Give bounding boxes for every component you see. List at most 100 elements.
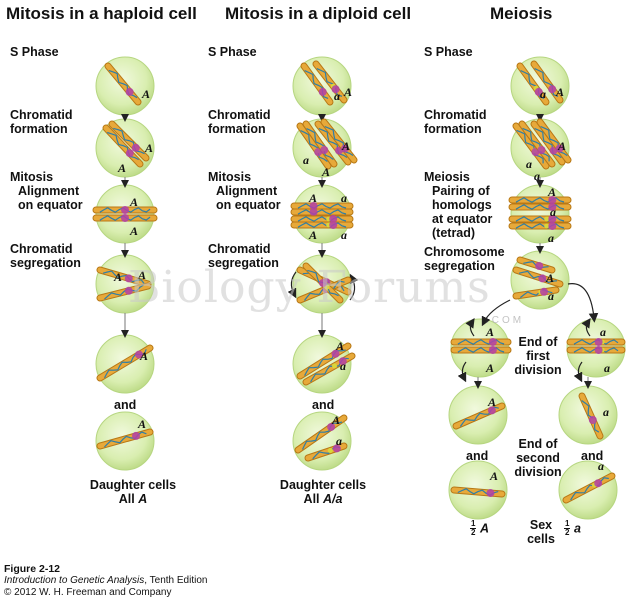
diploid-daughter-2a bbox=[294, 414, 348, 454]
diploid-s-phase: S Phase bbox=[208, 45, 257, 59]
haploid-mitosis-alignment: Mitosis Alignment on equator bbox=[10, 170, 83, 212]
haploid-and: and bbox=[114, 398, 137, 412]
meiosis-allele-sdl1: A bbox=[487, 395, 496, 409]
meiosis-pairing: Meiosis Pairing of homologs at equator (… bbox=[424, 170, 493, 240]
meiosis-tetrad-1 bbox=[508, 196, 572, 204]
figure-caption: Figure 2-12 Introduction to Genetic Anal… bbox=[4, 563, 207, 599]
meiosis-chromosome-s2 bbox=[530, 60, 564, 104]
haploid-daughter-1 bbox=[96, 344, 154, 382]
meiosis-sex-right-1 bbox=[562, 472, 616, 504]
meiosis-allele-fdr2: a bbox=[604, 361, 610, 375]
figure-number: Figure 2-12 bbox=[4, 563, 61, 575]
haploid-allele-sg1: A bbox=[137, 268, 146, 282]
diploid-allele-cf-a: a bbox=[303, 153, 309, 167]
meiosis-allele-seg1: A bbox=[545, 271, 554, 285]
meiosis-chromatid-1a bbox=[512, 122, 550, 170]
haploid-daughter-2 bbox=[96, 428, 154, 450]
meiosis-chromatid-1b bbox=[518, 120, 556, 168]
meiosis-allele-tet1: A bbox=[547, 185, 556, 199]
meiosis-fd-left-arrow-up bbox=[465, 318, 475, 337]
meiosis-allele-cf-a: a bbox=[526, 157, 532, 171]
diploid-chromosome-s2 bbox=[312, 60, 348, 104]
haploid-chromosome-s bbox=[104, 62, 142, 106]
diploid-allele-cf-A2: A bbox=[321, 165, 330, 179]
meiosis-fd-right-1 bbox=[566, 338, 626, 346]
meiosis-tetrad-3 bbox=[508, 215, 572, 223]
meiosis-and-right: and bbox=[581, 449, 604, 463]
meiosis-allele-cf-A: A bbox=[557, 139, 566, 153]
meiosis-allele-seg2: a bbox=[548, 289, 554, 303]
haploid-allele-cf2: A bbox=[117, 161, 126, 175]
title-diploid: Mitosis in a diploid cell bbox=[225, 4, 412, 23]
diploid-allele-d2A: A bbox=[331, 413, 340, 427]
haploid-allele-d1: A bbox=[139, 349, 148, 363]
haploid-allele-al2: A bbox=[129, 224, 138, 238]
haploid-daughter-cells: Daughter cells All A bbox=[89, 478, 177, 506]
diploid-allele-al3: A bbox=[308, 228, 317, 242]
meiosis-arrow-left bbox=[481, 299, 511, 327]
diploid-segregation-arrow-left bbox=[287, 271, 297, 299]
meiosis-fd-left-arrow-down bbox=[457, 361, 467, 383]
diploid-daughter-cells: Daughter cells All A/a bbox=[279, 478, 367, 506]
meiosis-allele-fdl2: A bbox=[485, 361, 494, 375]
meiosis-sd-right-1 bbox=[578, 392, 604, 440]
diploid-allele-d2a: a bbox=[336, 434, 342, 448]
meiosis-seg-3 bbox=[516, 256, 556, 274]
diploid-chromatid-1d bbox=[320, 118, 358, 164]
diploid-chromatid-3c bbox=[302, 262, 344, 304]
diploid-chromosome-s1 bbox=[300, 62, 334, 106]
book-title: Introduction to Genetic Analysis, Tenth … bbox=[4, 575, 208, 586]
watermark: Biology Forums bbox=[128, 262, 491, 313]
haploid-chromatid-1b bbox=[108, 120, 150, 162]
diploid-allele-s-A: A bbox=[343, 85, 352, 99]
diploid-chromatid-2c bbox=[290, 215, 354, 223]
title-haploid: Mitosis in a haploid cell bbox=[6, 4, 197, 23]
diploid-chromatid-2b bbox=[290, 208, 354, 216]
diploid-segregation-arrow-right bbox=[349, 273, 359, 301]
diploid-daughter-1b bbox=[302, 352, 356, 386]
meiosis-allele-cf-a2: a bbox=[534, 169, 540, 183]
haploid-allele-s: A bbox=[141, 87, 150, 101]
meiosis-allele-tet2: a bbox=[550, 205, 556, 219]
meiosis-fd-left-2 bbox=[450, 346, 512, 354]
meiosis-chromosome-s1 bbox=[516, 62, 550, 106]
meiosis-allele-fdl1: A bbox=[485, 325, 494, 339]
haploid-s-phase: S Phase bbox=[10, 45, 59, 59]
meiosis-fd-right-arrow-up bbox=[581, 318, 591, 337]
meiosis-arrow-right bbox=[567, 283, 599, 323]
copyright: © 2012 W. H. Freeman and Company bbox=[4, 587, 172, 598]
diploid-allele-d1a: a bbox=[340, 359, 346, 373]
meiosis-sd-left-1 bbox=[452, 402, 506, 430]
meiosis-fd-right-2 bbox=[566, 346, 626, 354]
meiosis-allele-tet3: a bbox=[548, 231, 554, 245]
meiosis-fd-left-1 bbox=[450, 338, 512, 346]
diploid-chromatid-1b bbox=[302, 120, 338, 168]
meiosis-and-left: and bbox=[466, 449, 489, 463]
meiosis-tetrad-2 bbox=[508, 203, 572, 211]
meiosis-s-phase: S Phase bbox=[424, 45, 473, 59]
diploid-allele-al2: a bbox=[341, 191, 347, 205]
diploid-and: and bbox=[312, 398, 335, 412]
title-meiosis: Meiosis bbox=[490, 4, 553, 23]
haploid-allele-cf1: A bbox=[144, 141, 153, 155]
diploid-daughter-1a bbox=[296, 342, 352, 380]
meiosis-allele-sex-l: A bbox=[489, 469, 498, 483]
diploid-allele-al4: a bbox=[341, 228, 347, 242]
haploid-chromatid-1a bbox=[102, 124, 144, 168]
diploid-allele-s-a: a bbox=[334, 89, 340, 103]
diploid-allele-al1: A bbox=[308, 191, 317, 205]
meiosis-allele-s-A: A bbox=[555, 85, 564, 99]
haploid-chromatid-2b bbox=[92, 214, 158, 222]
diploid-mitosis-alignment: Mitosis Alignment on equator bbox=[208, 170, 281, 212]
haploid-allele-al1: A bbox=[129, 195, 138, 209]
